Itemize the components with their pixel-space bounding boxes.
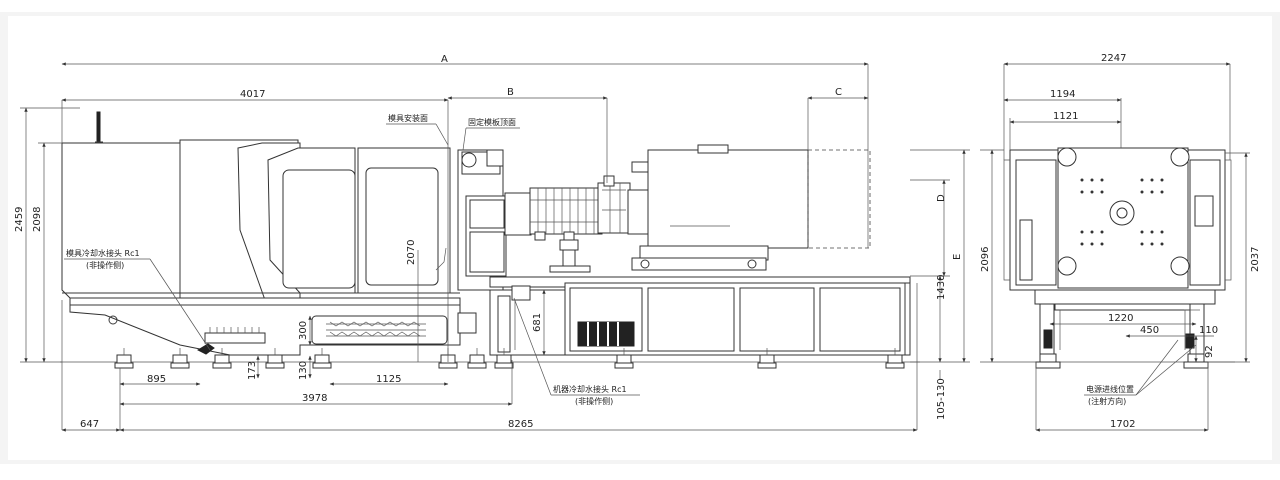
dim-1121: 1121 [1053,111,1078,122]
dim-173: 173 [247,361,258,380]
svg-text:(非操作侧): (非操作侧) [575,396,613,406]
svg-text:机器冷却水接头 Rc1: 机器冷却水接头 Rc1 [553,384,627,394]
svg-text:模具冷却水接头 Rc1: 模具冷却水接头 Rc1 [66,248,140,258]
dim-1702: 1702 [1110,419,1135,430]
annotation-mold-cooling: 模具冷却水接头 Rc1 (非操作侧) [64,248,211,351]
dim-1430: 1430 [936,275,947,300]
annotation-fixed-platen-top: 固定模板顶面 [462,117,520,151]
dim-130: 130 [298,361,309,380]
dim-895: 895 [147,374,166,385]
dimension-lines [24,62,966,432]
dim-2037: 2037 [1250,247,1261,272]
dim-E: E [952,254,963,260]
injection-base [489,276,911,356]
dim-647: 647 [80,419,99,430]
dim-92: 92 [1204,345,1215,358]
injection-unit [457,144,871,291]
svg-text:电源进线位置: 电源进线位置 [1086,384,1134,394]
dim-3978: 3978 [302,393,327,404]
dim-1220: 1220 [1108,313,1133,324]
clamping-unit-housing [61,111,460,301]
dim-300: 300 [298,321,309,340]
side-view: A 4017 B C 2459 2098 2070 D E 1430 681 3… [14,54,970,432]
svg-text:(注射方向): (注射方向) [1088,396,1126,406]
dim-B: B [507,87,514,98]
annotation-mold-mount-face: 模具安装面 [386,113,449,146]
dim-2096: 2096 [980,247,991,272]
dim-A: A [441,54,448,65]
dim-8265: 8265 [508,419,533,430]
annotation-machine-cooling: 机器冷却水接头 Rc1 (非操作侧) [513,297,640,406]
dim-1125: 1125 [376,374,401,385]
dim-681: 681 [532,313,543,332]
vent-grille [326,321,426,337]
annotation-power-inlet: 电源进线位置 (注射方向) [1084,339,1197,406]
platen-bolt-holes [1080,178,1164,246]
dim-2070: 2070 [406,240,417,265]
dim-D: D [936,194,947,202]
dim-450: 450 [1140,325,1159,336]
dim-2459: 2459 [14,207,25,232]
svg-text:固定模板顶面: 固定模板顶面 [468,117,516,127]
dim-110: 110 [1199,325,1218,336]
dim-2098: 2098 [32,207,43,232]
machine-base [69,297,477,356]
dim-2247: 2247 [1101,53,1126,64]
dim-C: C [835,87,842,98]
end-view: 2247 1194 1121 2096 2037 1220 450 110 92… [980,53,1261,432]
dim-105-130: 105-130 [936,378,947,420]
dim-4017: 4017 [240,89,265,100]
svg-text:模具安装面: 模具安装面 [388,113,428,123]
svg-text:(非操作侧): (非操作侧) [86,260,124,270]
dim-1194: 1194 [1050,89,1075,100]
